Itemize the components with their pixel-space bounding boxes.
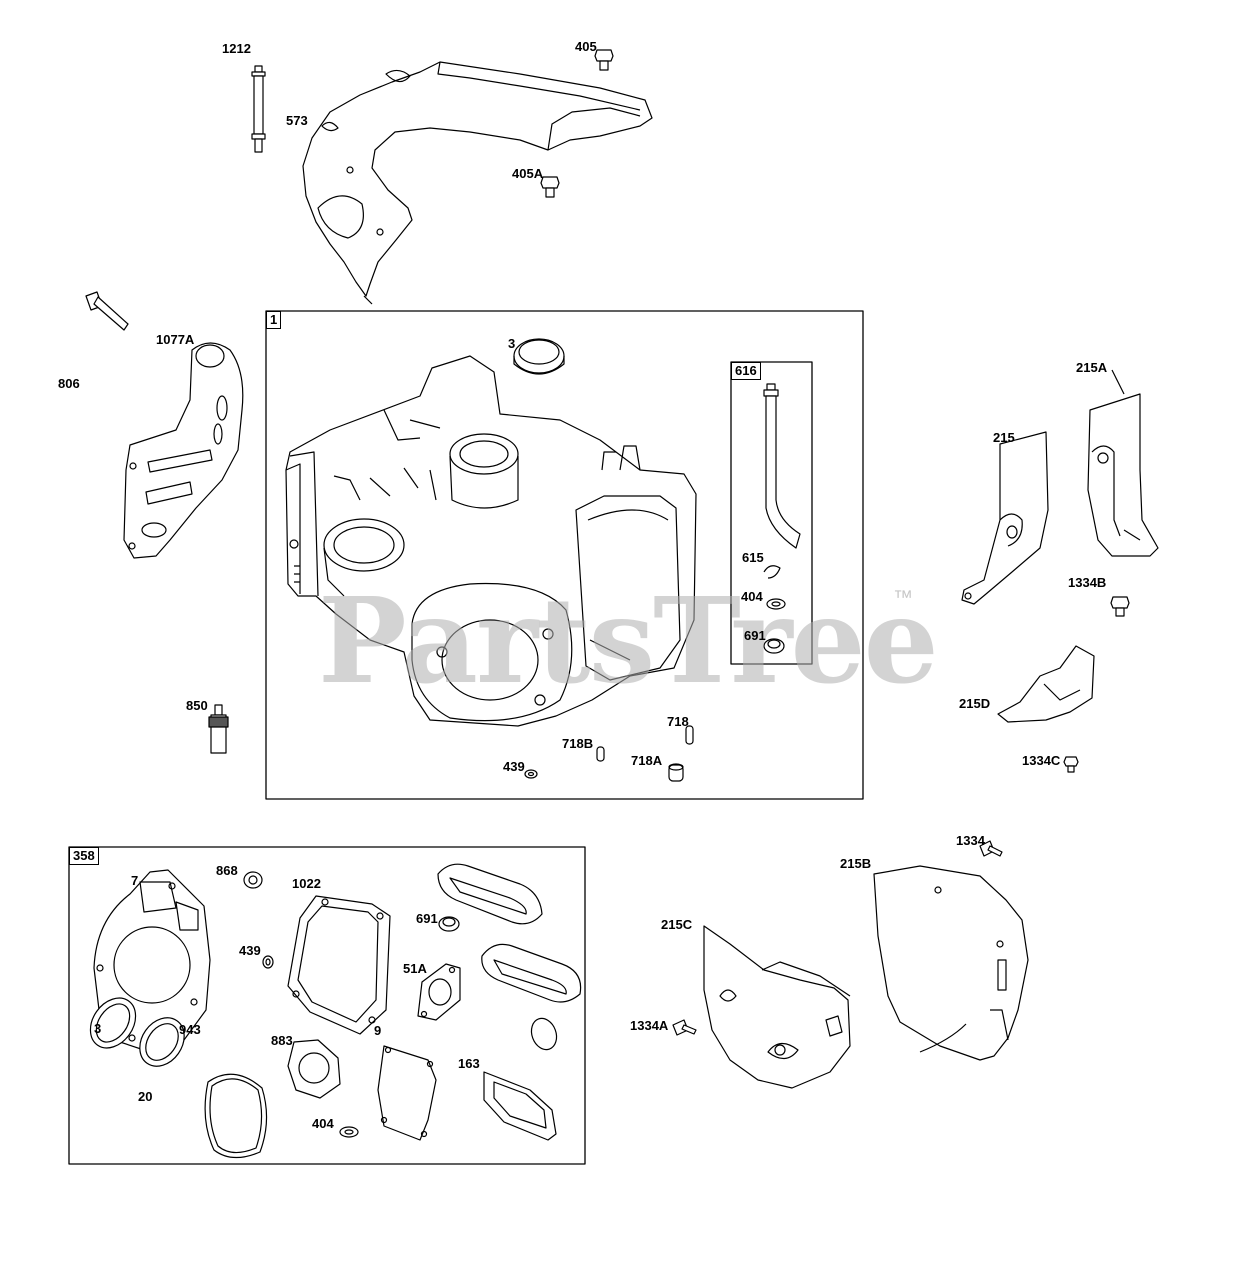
gasket-set-frame (68, 846, 586, 1165)
bolt-1334a-drawing (672, 1019, 697, 1036)
bolt-405-drawing (594, 49, 614, 71)
callout-615[interactable]: 615 (742, 550, 764, 565)
dipstick-tube-616-drawing (763, 383, 801, 549)
washer-404-set-drawing (339, 1126, 359, 1138)
callout-405a[interactable]: 405A (512, 166, 544, 181)
shield-215a-drawing (1087, 393, 1159, 557)
callout-215c[interactable]: 215C (661, 917, 693, 932)
callout-1022[interactable]: 1022 (292, 876, 321, 891)
washer-439-block-drawing (524, 769, 538, 779)
engine-block-frame (265, 310, 864, 800)
oil-seal-3-block-drawing (513, 338, 565, 375)
callout-439-block[interactable]: 439 (503, 759, 525, 774)
callout-573[interactable]: 573 (286, 113, 308, 128)
dipstick-kit-frame (730, 361, 813, 665)
shield-215-drawing (961, 431, 1049, 605)
bolt-1334-drawing (979, 840, 1003, 857)
gasket-intake-upper-drawing (437, 863, 543, 925)
o-ring-943-drawing (204, 1073, 268, 1159)
washer-439-set-drawing (262, 955, 274, 969)
callout-1212[interactable]: 1212 (222, 41, 251, 56)
callout-943[interactable]: 943 (179, 1022, 201, 1037)
o-ring-small-drawing (530, 1017, 558, 1051)
callout-1077a[interactable]: 1077A (156, 332, 195, 347)
callout-9[interactable]: 9 (374, 1023, 382, 1038)
callout-883[interactable]: 883 (271, 1033, 293, 1048)
callout-20[interactable]: 20 (138, 1089, 153, 1104)
gasket-163-drawing (483, 1071, 557, 1141)
callout-404-set[interactable]: 404 (312, 1116, 334, 1131)
seal-20-drawing (139, 1017, 185, 1067)
callout-718b[interactable]: 718B (562, 736, 594, 751)
gasket-intake-lower-drawing (481, 943, 582, 1003)
callout-3-block[interactable]: 3 (508, 336, 516, 351)
callout-3-set[interactable]: 3 (94, 1021, 102, 1036)
callout-439-set[interactable]: 439 (239, 943, 261, 958)
baffle-573-drawing (302, 61, 653, 305)
group-label-dipstick-kit: 616 (731, 362, 761, 381)
dowel-pin-718b-drawing (596, 746, 605, 762)
gasket-51a-drawing (417, 963, 461, 1021)
callout-404-kit[interactable]: 404 (741, 589, 763, 604)
bolt-1334b-drawing (1110, 596, 1130, 617)
dowel-pin-718-drawing (685, 725, 694, 745)
callout-806[interactable]: 806 (58, 376, 80, 391)
callout-850[interactable]: 850 (186, 698, 208, 713)
group-label-engine-block: 1 (266, 311, 282, 330)
group-label-gasket-set: 358 (69, 847, 99, 866)
callout-215d[interactable]: 215D (959, 696, 991, 711)
bolt-806-drawing (85, 291, 129, 331)
callout-215[interactable]: 215 (993, 430, 1015, 445)
trademark-symbol: ™ (893, 587, 913, 609)
seal-691-set-drawing (438, 916, 460, 932)
watermark-text: PartsTree (318, 571, 939, 710)
callout-1334[interactable]: 1334 (956, 833, 985, 848)
gasket-1022-drawing (287, 895, 391, 1035)
shroud-215c-drawing (703, 925, 851, 1089)
seal-691-kit-drawing (763, 638, 785, 654)
clip-615-drawing (763, 565, 781, 579)
callout-1334a[interactable]: 1334A (630, 1018, 669, 1033)
bolt-405a-drawing (540, 176, 560, 198)
callout-51a[interactable]: 51A (403, 961, 427, 976)
sealant-tube-850-drawing (208, 704, 229, 754)
callout-691-set[interactable]: 691 (416, 911, 438, 926)
callout-1334b[interactable]: 1334B (1068, 575, 1107, 590)
gasket-9-drawing (377, 1045, 437, 1141)
gasket-883-drawing (287, 1039, 341, 1099)
callout-718a[interactable]: 718A (631, 753, 663, 768)
callout-691-kit[interactable]: 691 (744, 628, 766, 643)
callout-405[interactable]: 405 (575, 39, 597, 54)
bolt-1334c-drawing (1063, 756, 1079, 773)
engine-block-drawing (285, 355, 697, 727)
callout-1334c[interactable]: 1334C (1022, 753, 1061, 768)
callout-215b[interactable]: 215B (840, 856, 872, 871)
bracket-1077a-drawing (123, 342, 244, 559)
callout-7[interactable]: 7 (131, 873, 139, 888)
seal-868-drawing (243, 871, 263, 889)
leader-215a (1111, 369, 1125, 395)
baffle-215d-drawing (997, 645, 1095, 723)
stud-1212-drawing (251, 65, 266, 153)
callout-215a[interactable]: 215A (1076, 360, 1108, 375)
dowel-718a-drawing (668, 763, 684, 782)
washer-404-kit-drawing (766, 598, 786, 610)
shroud-215b-drawing (873, 865, 1029, 1061)
callout-718[interactable]: 718 (667, 714, 689, 729)
callout-868[interactable]: 868 (216, 863, 238, 878)
oil-seal-3-set-drawing (89, 997, 137, 1049)
callout-163[interactable]: 163 (458, 1056, 480, 1071)
